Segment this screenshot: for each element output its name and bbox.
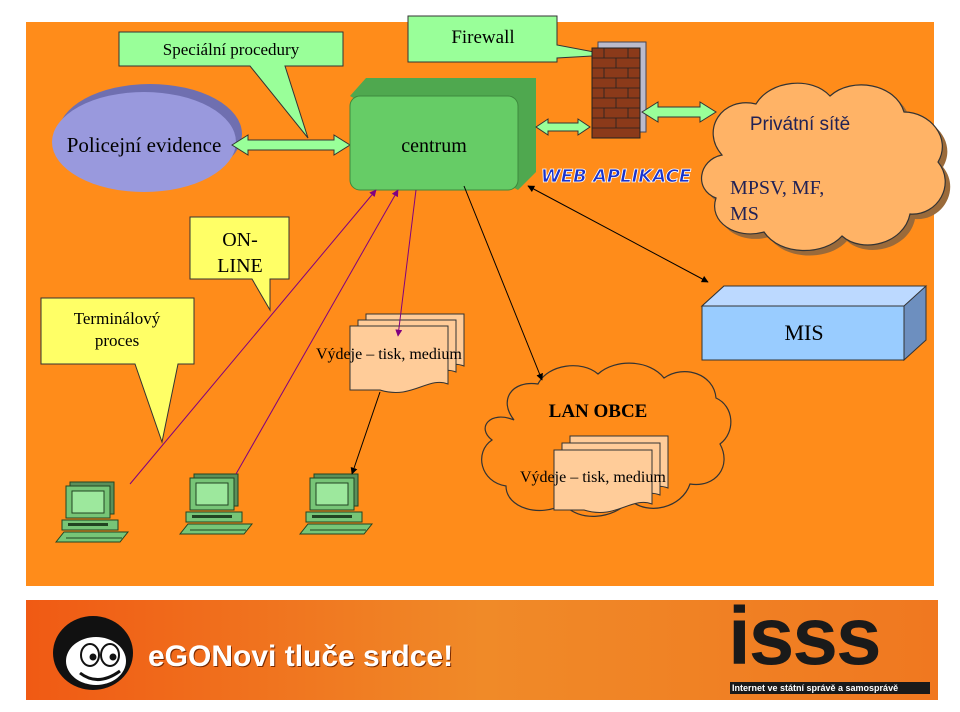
isss-logo-wordmark: isss xyxy=(728,591,882,682)
firewall-callout: Firewall xyxy=(407,15,611,63)
private-networks-line2: MS xyxy=(730,203,759,225)
connector-documents-computer3 xyxy=(350,391,381,475)
centrum-firewall-arrow xyxy=(535,118,591,136)
special-procedures-callout: Speciální procedury xyxy=(118,31,344,139)
computer-icon-3 xyxy=(299,473,373,535)
online-label-line1: ON- xyxy=(222,229,258,251)
police-evidence-node: Policejní evidence xyxy=(52,84,242,192)
connector-computer2-centrum xyxy=(235,189,399,475)
computer-icon-1 xyxy=(55,481,129,543)
private-networks-line1: MPSV, MF, xyxy=(730,177,824,199)
police-evidence-label: Policejní evidence xyxy=(67,133,222,157)
connector-centrum-lan xyxy=(463,185,543,381)
output-documents-main-label: Výdeje – tisk, medium xyxy=(316,346,462,363)
footer-slogan: eGONovi tluče srdce! xyxy=(148,640,454,673)
network-diagram: Speciální procedury Firewall Policejní e… xyxy=(40,15,951,543)
firewall-private-arrow xyxy=(641,101,717,123)
firewall-brick-icon xyxy=(591,41,647,139)
output-documents-main: Výdeje – tisk, medium xyxy=(316,313,465,393)
private-networks-cloud: Privátní sítě MPSV, MF, MS xyxy=(700,82,951,256)
lan-documents-label: Výdeje – tisk, medium xyxy=(520,469,666,486)
terminal-process-callout: Terminálový proces xyxy=(40,297,195,444)
terminal-process-line1: Terminálový xyxy=(74,309,161,328)
terminal-process-line2: proces xyxy=(95,331,139,350)
centrum-label: centrum xyxy=(401,135,467,157)
private-networks-title: Privátní sítě xyxy=(750,114,850,135)
egon-mascot-icon xyxy=(53,616,133,690)
web-app-logo: WEB APLIKACE xyxy=(540,166,692,188)
connector-centrum-documents xyxy=(395,189,417,337)
mis-label: MIS xyxy=(784,320,823,345)
lan-cloud: LAN OBCE Výdeje – tisk, medium xyxy=(481,362,732,517)
computer-icon-2 xyxy=(179,473,253,535)
lan-label: LAN OBCE xyxy=(549,401,648,422)
police-centrum-arrow xyxy=(231,134,351,156)
isss-logo-tagline: Internet ve státní správě a samosprávě xyxy=(730,682,930,694)
connector-computer1-centrum xyxy=(129,189,377,485)
special-procedures-label: Speciální procedury xyxy=(163,40,300,59)
online-callout: ON- LINE xyxy=(189,216,290,312)
centrum-node: centrum xyxy=(349,78,536,191)
mis-node: MIS xyxy=(700,285,928,362)
web-app-label: WEB APLIKACE xyxy=(541,166,692,187)
online-label-line2: LINE xyxy=(217,255,263,277)
firewall-label: Firewall xyxy=(451,27,514,48)
isss-logo: isss Internet ve státní správě a samospr… xyxy=(728,596,930,696)
connector-centrum-mis xyxy=(527,185,709,283)
